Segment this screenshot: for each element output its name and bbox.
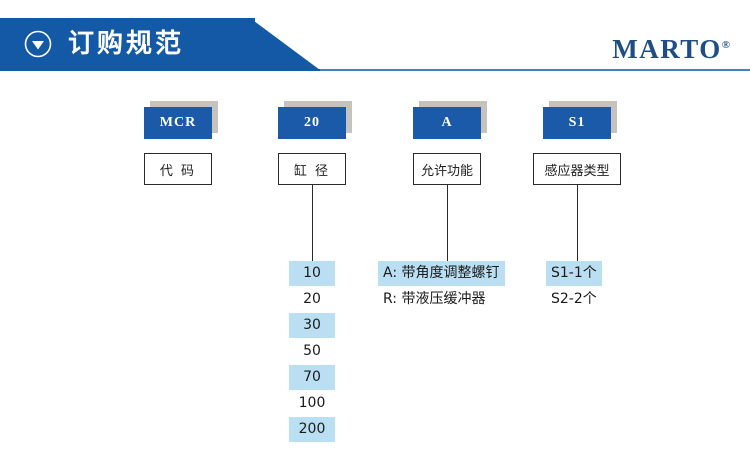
header-banner-band — [0, 18, 255, 70]
list-item: 200 — [289, 417, 335, 442]
option-bore-70[interactable]: 70 — [289, 365, 335, 390]
option-bore-50[interactable]: 50 — [303, 343, 321, 359]
page-title: 订购规范 — [68, 29, 185, 59]
list-item: 70 — [289, 365, 335, 390]
name-box-function: 允许功能 — [413, 153, 481, 185]
list-item: 30 — [289, 313, 335, 338]
option-function-a[interactable]: A: 带角度调整螺钉 — [378, 261, 505, 286]
list-item: S2-2个 — [546, 287, 602, 312]
option-bore-10[interactable]: 10 — [289, 261, 335, 286]
list-item: 100 — [289, 391, 335, 416]
option-bore-100[interactable]: 100 — [298, 395, 326, 411]
option-list-bore: 10 20 30 50 70 100 200 — [289, 261, 335, 443]
list-item: A: 带角度调整螺钉 — [378, 261, 505, 286]
header-underline-accent — [0, 69, 320, 71]
registered-trademark-icon: ® — [721, 39, 730, 51]
header-banner-wedge — [250, 18, 320, 70]
list-item: S1-1个 — [546, 261, 602, 286]
option-list-function: A: 带角度调整螺钉 R: 带液压缓冲器 — [378, 261, 505, 313]
name-box-sensor: 感应器类型 — [533, 153, 621, 185]
header-underline — [0, 69, 750, 71]
brand-logo: MARTO® — [612, 30, 730, 64]
option-bore-200[interactable]: 200 — [289, 417, 335, 442]
list-item: R: 带液压缓冲器 — [378, 287, 505, 312]
page-header: 订购规范 — [0, 18, 750, 71]
connector-line-sensor — [577, 185, 578, 263]
option-bore-20[interactable]: 20 — [303, 291, 321, 307]
list-item: 20 — [289, 287, 335, 312]
brand-logo-text: MARTO — [612, 34, 722, 64]
code-box-sensor[interactable]: S1 — [543, 107, 611, 139]
triangle-down-circle-icon — [24, 30, 52, 58]
option-sensor-s1[interactable]: S1-1个 — [546, 261, 602, 286]
option-bore-30[interactable]: 30 — [289, 313, 335, 338]
list-item: 50 — [289, 339, 335, 364]
code-box-mcr[interactable]: MCR — [144, 107, 212, 139]
connector-line-function — [447, 185, 448, 263]
option-list-sensor: S1-1个 S2-2个 — [546, 261, 602, 313]
option-function-r[interactable]: R: 带液压缓冲器 — [383, 291, 486, 307]
option-sensor-s2[interactable]: S2-2个 — [551, 291, 597, 307]
code-box-function[interactable]: A — [413, 107, 481, 139]
connector-line-bore — [312, 185, 313, 263]
name-box-code: 代 码 — [144, 153, 212, 185]
code-box-bore[interactable]: 20 — [278, 107, 346, 139]
list-item: 10 — [289, 261, 335, 286]
name-box-bore: 缸 径 — [278, 153, 346, 185]
